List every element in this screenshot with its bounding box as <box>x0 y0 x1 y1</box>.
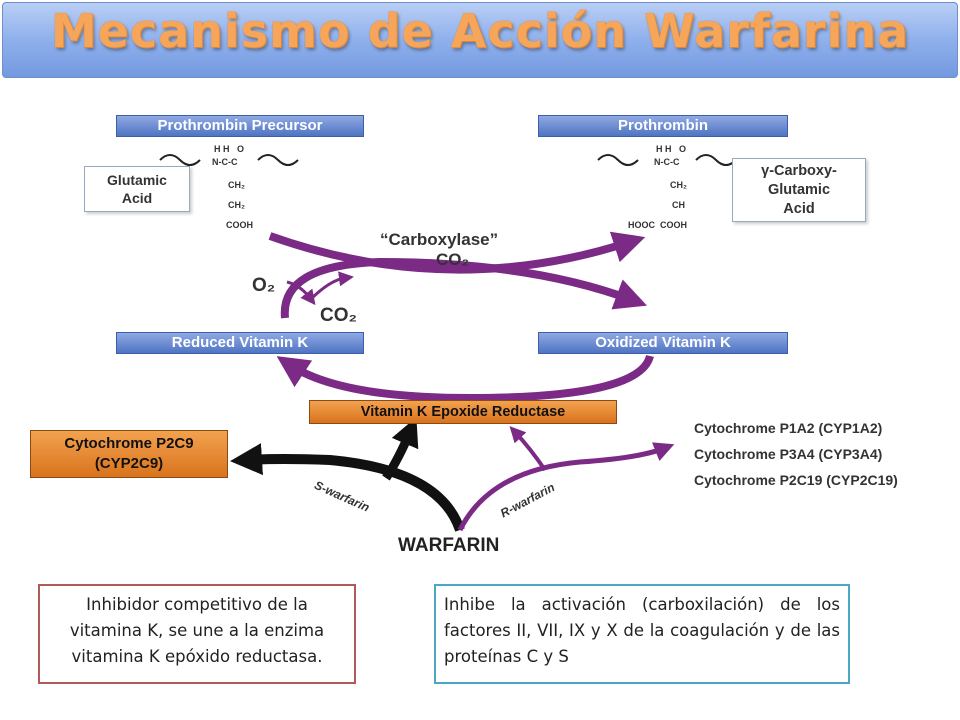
cyp2c9-line1: Cytochrome P2C9 <box>64 435 194 452</box>
glutamic-line2: Acid <box>121 190 153 206</box>
chem-left-ch2b: CH₂ <box>228 200 245 210</box>
r-warfarin-inhibit-arrow <box>509 426 547 472</box>
chem-left-top: H H O <box>214 144 245 154</box>
gamma-line3: Acid <box>783 201 815 217</box>
chem-right-bottom: HOOC COOH <box>628 220 688 230</box>
cyp3a4-label: Cytochrome P3A4 (CYP3A4) <box>694 446 883 462</box>
chem-right-top: H H O <box>656 144 687 154</box>
chain-left <box>159 154 201 166</box>
oxidized-vitamin-k-label: Oxidized Vitamin K <box>538 332 788 354</box>
title-bar <box>2 2 958 78</box>
cyp2c19-label: Cytochrome P2C19 (CYP2C19) <box>694 472 898 488</box>
reduced-vitamin-k-label: Reduced Vitamin K <box>116 332 364 354</box>
cyp1a2-label: Cytochrome P1A2 (CYP1A2) <box>694 420 883 436</box>
oxidized-to-reduced-arrow <box>276 354 654 403</box>
chem-right-mid: N-C-C <box>654 157 680 167</box>
chain-right <box>597 154 639 166</box>
carboxylase-arrow <box>268 231 646 274</box>
chain-right-r <box>695 154 737 166</box>
chem-right-ch2: CH₂ <box>670 180 687 190</box>
chem-left-ch2a: CH₂ <box>228 180 245 190</box>
glutamic-line1: Glutamic <box>107 172 167 188</box>
epoxide-reductase-label: Vitamin K Epoxide Reductase <box>309 400 617 424</box>
glutamic-acid-box: Glutamic Acid <box>84 166 190 212</box>
activation-inhibition-box: Inhibe la activación (carboxilación) de … <box>434 584 850 684</box>
chain-left-r <box>257 154 299 166</box>
gamma-line1: γ-Carboxy- <box>761 163 837 179</box>
chem-right-ch: CH <box>672 200 685 210</box>
competitive-inhibitor-box: Inhibidor competitivo de la vitamina K, … <box>38 584 356 684</box>
chem-left-mid: N-C-C <box>212 157 238 167</box>
warfarin-label: WARFARIN <box>398 535 500 556</box>
prothrombin-label: Prothrombin <box>538 115 788 137</box>
prothrombin-precursor-label: Prothrombin Precursor <box>116 115 364 137</box>
r-warfarin-arrow <box>457 442 675 532</box>
slide-title: Mecanismo de Acción Warfarina <box>50 4 910 58</box>
o2-label: O₂ <box>252 275 276 296</box>
gamma-carboxy-glutamic-box: γ-Carboxy- Glutamic Acid <box>732 158 866 222</box>
co2-left-label: CO₂ <box>320 305 357 326</box>
o2-arrow <box>286 280 316 306</box>
co2-center-label: CO₂ <box>436 250 470 269</box>
cyp2c9-line2: (CYP2C9) <box>94 455 164 472</box>
cyp2c9-box: Cytochrome P2C9 (CYP2C9) <box>30 430 228 478</box>
co2-out-arrow <box>308 271 354 302</box>
s-warfarin-inhibit-arrow <box>382 417 419 481</box>
chem-left-cooh: COOH <box>226 220 253 230</box>
carboxylase-label: “Carboxylase” <box>380 230 499 249</box>
s-warfarin-arrow <box>230 443 465 532</box>
gamma-line2: Glutamic <box>767 182 831 198</box>
